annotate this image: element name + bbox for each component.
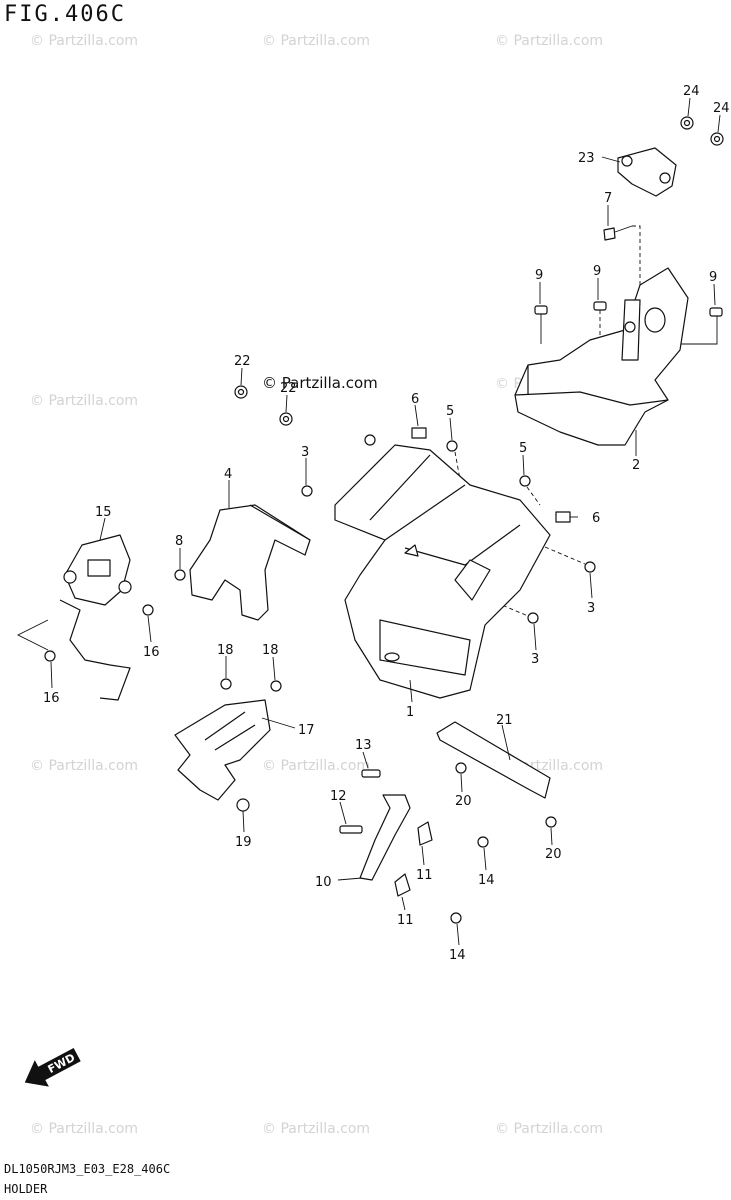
callout-11: 11 [397,913,414,928]
callout-23: 23 [578,151,595,166]
callout-4: 4 [224,467,232,482]
callout-11: 11 [416,868,433,883]
callout-22: 22 [234,354,251,369]
part-18-bolt [220,678,232,690]
part-22-nut [234,385,248,399]
part-8-grommet [174,569,186,581]
watermark: © Partzilla.com [495,33,603,49]
callout-9: 9 [593,264,601,279]
callout-8: 8 [175,534,183,549]
watermark: © Partzilla.com [262,1121,370,1137]
callout-20: 20 [545,847,562,862]
callout-17: 17 [298,723,315,738]
fwd-arrow: FWD [24,1047,81,1087]
callout-13: 13 [355,738,372,753]
part-14-nut [450,912,462,924]
part-9-screw [534,305,548,344]
part-3-bolt [527,612,539,624]
part-24-bolt [680,116,694,130]
dashed-leader [632,225,641,300]
part-10-strap [359,794,411,881]
part-17-stay [174,699,271,801]
watermark: © Partzilla.com [30,758,138,774]
watermark: © Partzilla.com [262,33,370,49]
part-5-grommet [519,475,531,487]
part-2-tray [514,267,689,446]
part-14-nut [477,836,489,848]
callout-layer: 24 24 23 7 9 9 9 2 22 22 6 5 5 6 3 3 3 4… [43,84,730,963]
watermark: © Partzilla.com [262,758,370,774]
watermark: © Partzilla.com [30,1121,138,1137]
callout-24: 24 [683,84,700,99]
part-6-clip [555,511,571,523]
callout-16: 16 [43,691,60,706]
callout-3: 3 [587,601,595,616]
part-11-pad [417,821,433,846]
lead-16 [16,619,49,651]
part-11-pad [394,873,411,897]
dashed-leader [526,486,541,506]
figure-title: FIG.406C [4,2,126,27]
part-12-pin [339,825,363,834]
part-1-holder [334,444,551,699]
callout-1: 1 [406,705,414,720]
watermark: © Partzilla.com [30,393,138,409]
callout-3: 3 [531,652,539,667]
callout-6: 6 [592,511,600,526]
part-7-bolt [603,225,633,241]
part-20-nut [545,816,557,828]
part-3-bolt [364,434,376,446]
part-5-grommet [446,440,458,452]
part-16-bolt [142,604,154,616]
part-21-plate [436,721,551,799]
callout-14: 14 [449,948,466,963]
callout-21: 21 [496,713,513,728]
diagram-name: HOLDER [4,1182,48,1196]
callout-12: 12 [330,789,347,804]
part-3-bolt [584,561,596,573]
callout-18: 18 [262,643,279,658]
part-19-bolt [236,798,250,812]
callout-14: 14 [478,873,495,888]
callout-22: 22 [280,381,297,396]
callout-18: 18 [217,643,234,658]
part-13-pin [361,769,381,778]
callout-15: 15 [95,505,112,520]
callout-5: 5 [519,441,527,456]
callout-9: 9 [535,268,543,283]
part-20-nut [455,762,467,774]
part-24-bolt [710,132,724,146]
callout-20: 20 [455,794,472,809]
callout-9: 9 [709,270,717,285]
part-18-bolt [270,680,282,692]
callout-10: 10 [315,875,332,890]
callout-3: 3 [301,445,309,460]
callout-6: 6 [411,392,419,407]
part-23-bracket [617,147,677,197]
diagram-code: DL1050RJM3_E03_E28_406C [4,1162,171,1176]
part-22-nut [279,412,293,426]
part-6-clip [411,427,427,439]
leader-lines [50,97,721,946]
watermark: © Partzilla.com [495,1121,603,1137]
callout-16: 16 [143,645,160,660]
callout-2: 2 [632,458,640,473]
watermark: © Partzilla.com [30,33,138,49]
part-4-plate [189,504,311,621]
dashed-leader [544,546,586,565]
part-15-bracket [59,534,132,701]
callout-19: 19 [235,835,252,850]
part-9-screw [709,307,723,317]
callout-24: 24 [713,101,730,116]
callout-5: 5 [446,404,454,419]
watermark-dark: © Partzilla.com [262,374,378,392]
part-3-bolt [301,485,313,497]
part-16-bolt [44,650,56,662]
callout-7: 7 [604,191,612,206]
